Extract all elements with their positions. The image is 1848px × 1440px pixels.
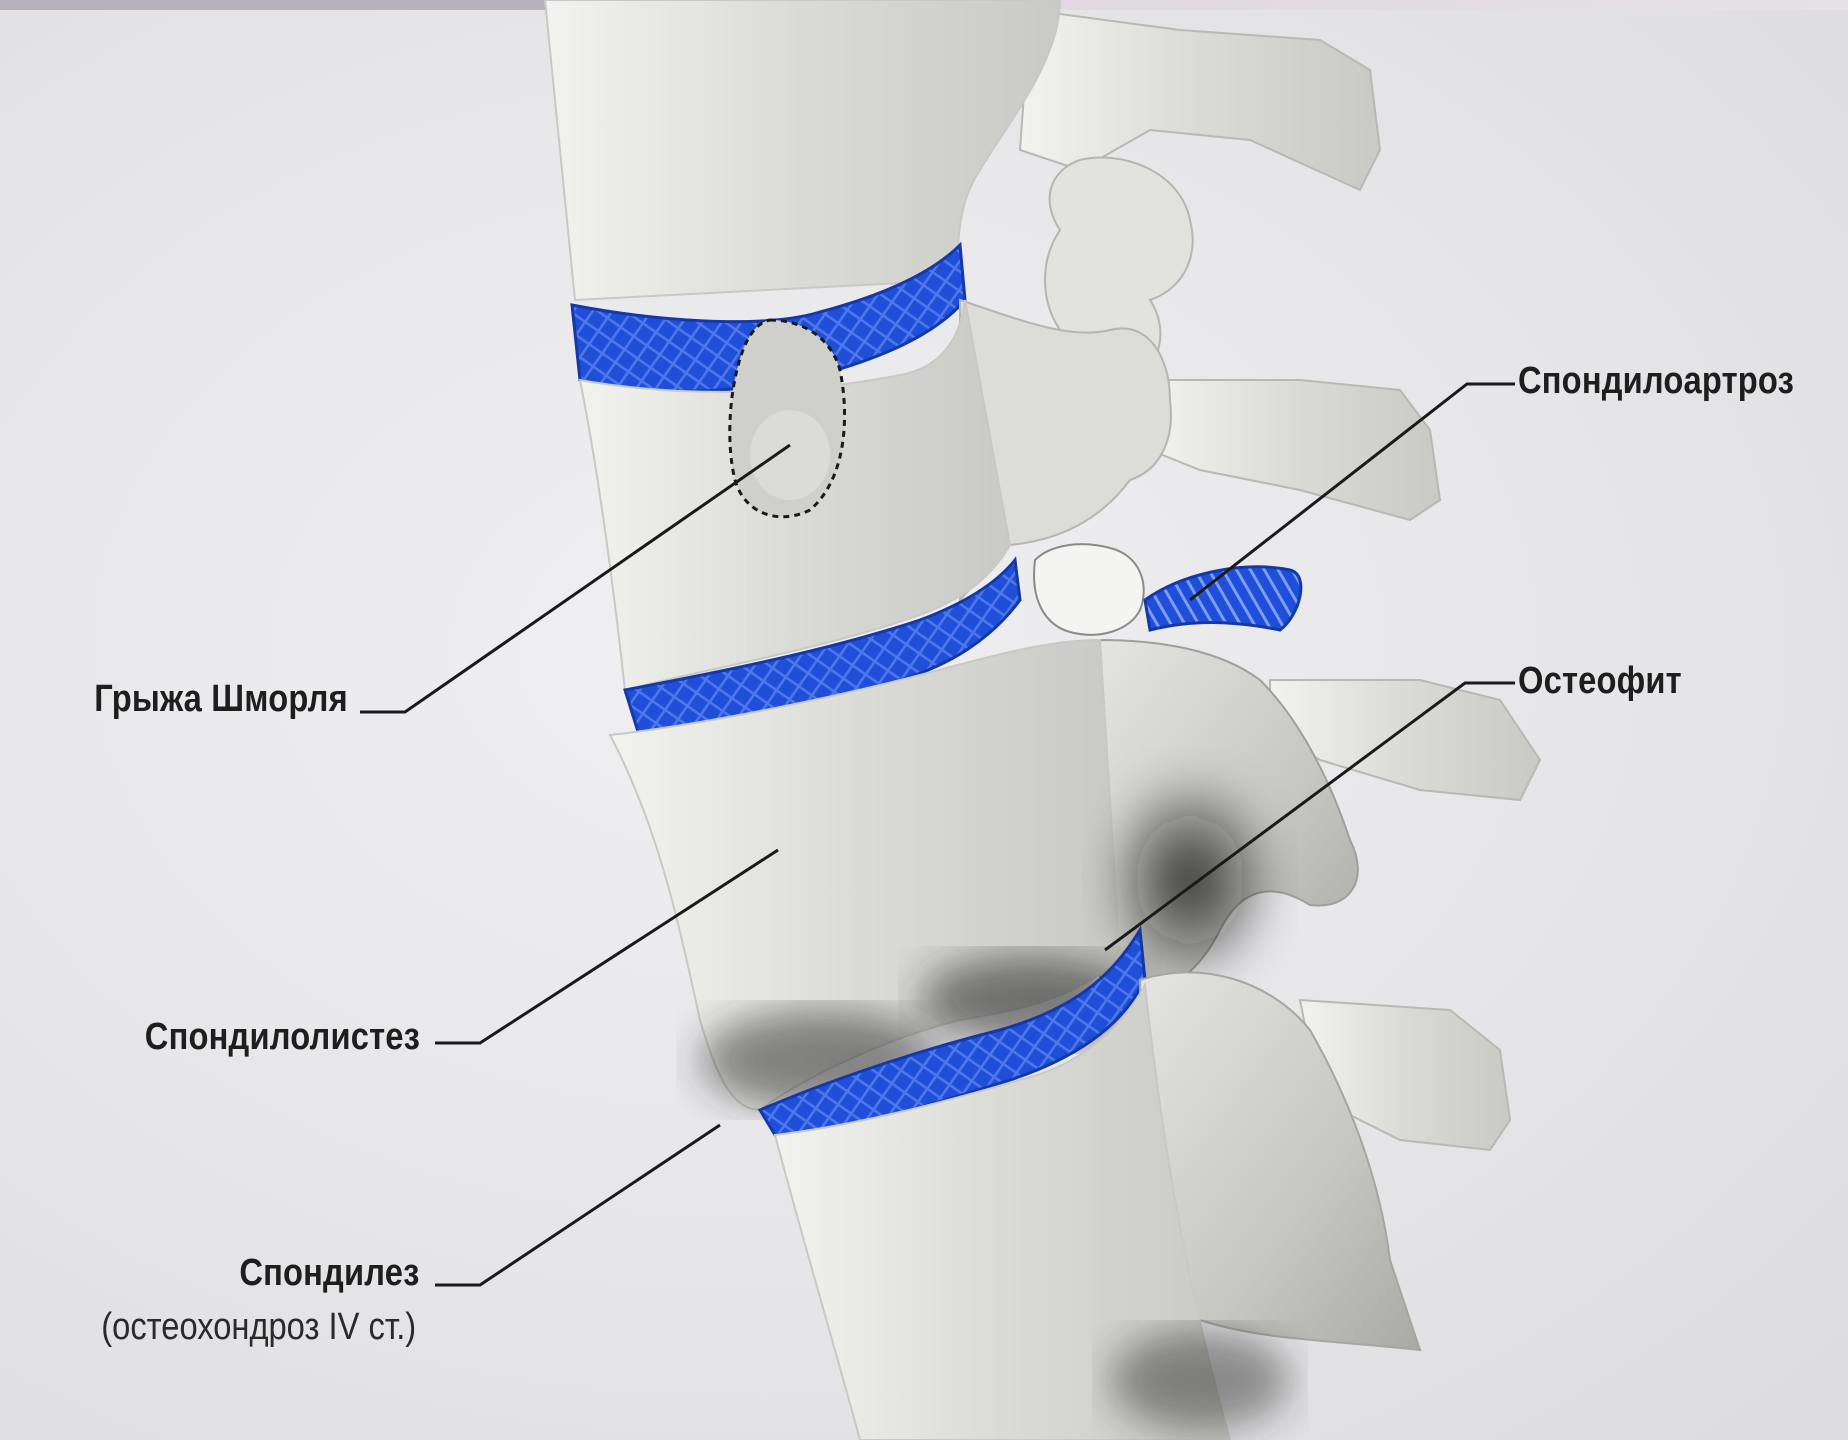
label-spondyloarthrosis: Спондилоартроз bbox=[1518, 360, 1794, 403]
label-spondylosis-note: (остеохондроз IV ст.) bbox=[101, 1306, 416, 1349]
label-schmorl-hernia: Грыжа Шморля bbox=[94, 678, 348, 721]
leader-line-spondylosis bbox=[435, 1125, 720, 1285]
label-osteophyte: Остеофит bbox=[1518, 660, 1682, 703]
label-spondylolisthesis: Спондилолистез bbox=[145, 1016, 420, 1059]
schmorl-hernia-marker bbox=[730, 320, 845, 517]
label-spondylosis: Спондилез bbox=[240, 1252, 420, 1295]
facet-joint-capsule bbox=[1145, 567, 1301, 630]
